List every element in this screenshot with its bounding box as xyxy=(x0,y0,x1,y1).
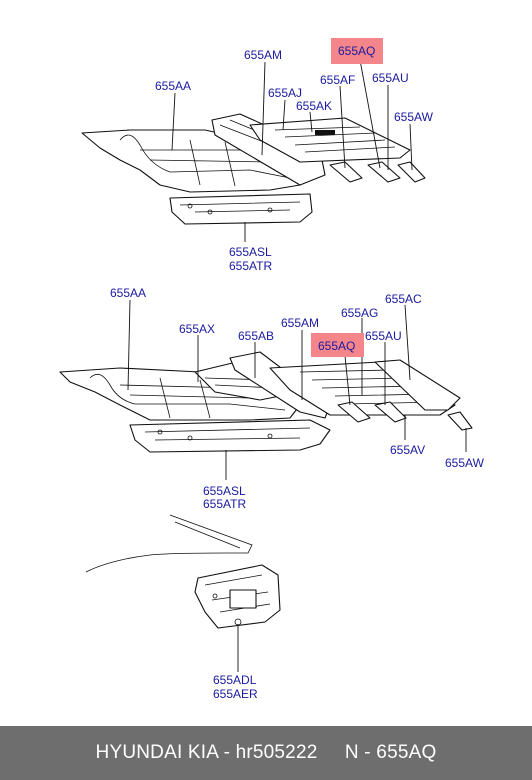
footer-brand-text: HYUNDAI KIA - hr505222 xyxy=(95,742,318,763)
label-655aj: 655AJ xyxy=(268,86,302,100)
label-655aa-2: 655AA xyxy=(110,286,146,300)
label-655ak: 655AK xyxy=(296,99,332,113)
label-655asl-2: 655ASL xyxy=(203,484,246,498)
label-655am: 655AM xyxy=(244,48,282,62)
leader-lines-1 xyxy=(171,59,413,242)
label-655ab: 655AB xyxy=(238,329,274,343)
footer-bar: HYUNDAI KIA - hr505222 N - 655AQ xyxy=(0,726,532,780)
label-655au: 655AU xyxy=(372,71,409,85)
parts-diagram: 655AM 655AQ 655AA 655AJ 655AF 655AU 655A… xyxy=(59,38,485,701)
label-655aq-highlighted: 655AQ xyxy=(338,44,375,58)
label-655ax: 655AX xyxy=(179,322,215,336)
highlight-box-middle xyxy=(311,333,364,357)
label-655au-2: 655AU xyxy=(365,329,402,343)
label-655atr-2: 655ATR xyxy=(203,497,246,511)
highlight-box-top xyxy=(331,38,383,64)
label-655am-2: 655AM xyxy=(281,316,319,330)
bracket-assembly-bottom xyxy=(85,514,281,629)
label-655aa: 655AA xyxy=(155,79,191,93)
floor-assembly-middle xyxy=(59,351,473,453)
label-655aw: 655AW xyxy=(394,110,434,124)
label-655ac: 655AC xyxy=(385,292,422,306)
label-655asl: 655ASL xyxy=(229,245,272,259)
floor-assembly-top xyxy=(81,113,426,225)
label-655ag: 655AG xyxy=(341,306,378,320)
label-655adl: 655ADL xyxy=(213,673,257,687)
footer-part-text: N - 655AQ xyxy=(344,742,437,763)
label-655aw-2: 655AW xyxy=(445,456,485,470)
label-655af: 655AF xyxy=(320,73,355,87)
footer-spacer xyxy=(317,742,344,764)
label-655aq-highlighted-2: 655AQ xyxy=(318,339,355,353)
label-655atr: 655ATR xyxy=(229,259,272,273)
label-655aer: 655AER xyxy=(213,687,258,701)
label-655av: 655AV xyxy=(390,443,425,457)
